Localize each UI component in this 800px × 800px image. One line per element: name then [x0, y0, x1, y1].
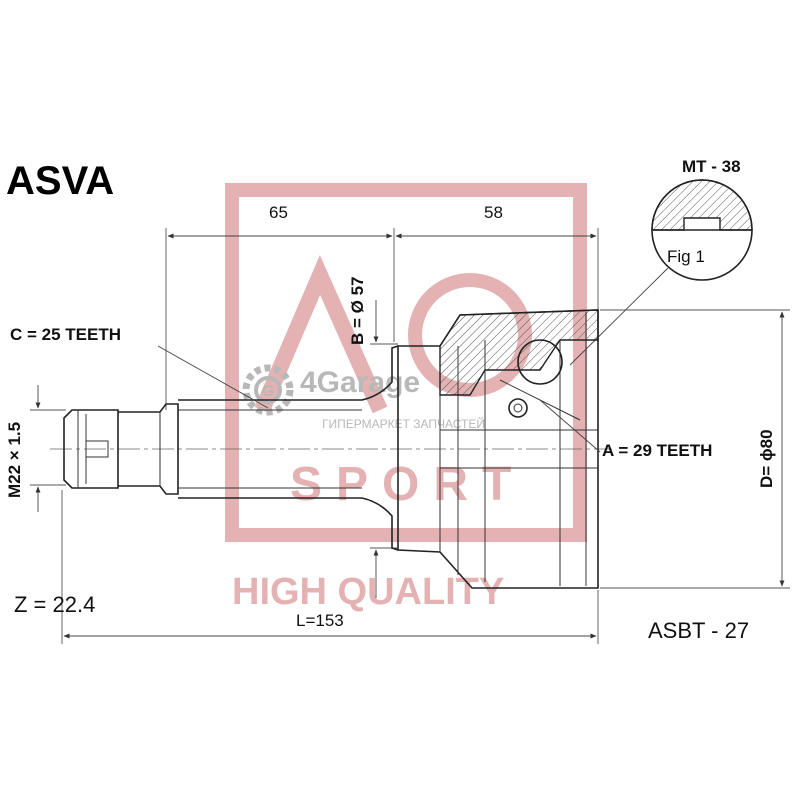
watermark-sport: SPORT [290, 458, 525, 511]
watermark-frame [225, 183, 587, 542]
length-dimension: L=153 [61, 490, 599, 644]
dim-65: 65 [269, 203, 288, 222]
label-c-teeth: C = 25 TEETH [10, 325, 121, 344]
cross-reference: ASBT - 27 [648, 618, 749, 643]
diameter-d: D= ϕ80 [600, 309, 790, 589]
label-thread: M22 × 1.5 [5, 422, 24, 498]
part-number: MT - 38 [682, 157, 741, 176]
leaders: C = 25 TEETH A = 29 TEETH [10, 325, 712, 460]
thread-dimension: M22 × 1.5 [5, 385, 66, 512]
watermark-logo-a [254, 255, 388, 414]
watermark-site-sub: ГИПЕРМАРКЕТ ЗАПЧАСТЕЙ [322, 416, 485, 431]
diameter-b: B = Ø 57 [348, 276, 398, 598]
watermark-site: 4Garage [300, 366, 420, 399]
fig-label: Fig 1 [667, 247, 705, 266]
label-z: Z = 22.4 [14, 592, 95, 617]
watermark-quality: HIGH QUALITY [232, 571, 504, 613]
label-diameter-b: B = Ø 57 [348, 276, 367, 345]
gear-icon: G [242, 364, 294, 416]
dim-58: 58 [484, 203, 503, 222]
fig-1-inset: Fig 1 [569, 179, 753, 366]
cv-joint-part [50, 309, 612, 589]
brand-title: ASVA [6, 159, 114, 203]
top-dimensions: 65 58 [165, 203, 599, 410]
watermark: SPORT HIGH QUALITY G 4Garage ГИПЕРМАРКЕТ… [225, 183, 587, 613]
label-length: L=153 [296, 611, 344, 630]
label-diameter-d: D= ϕ80 [757, 429, 776, 488]
svg-text:G: G [262, 383, 274, 400]
label-a-teeth: A = 29 TEETH [602, 441, 712, 460]
